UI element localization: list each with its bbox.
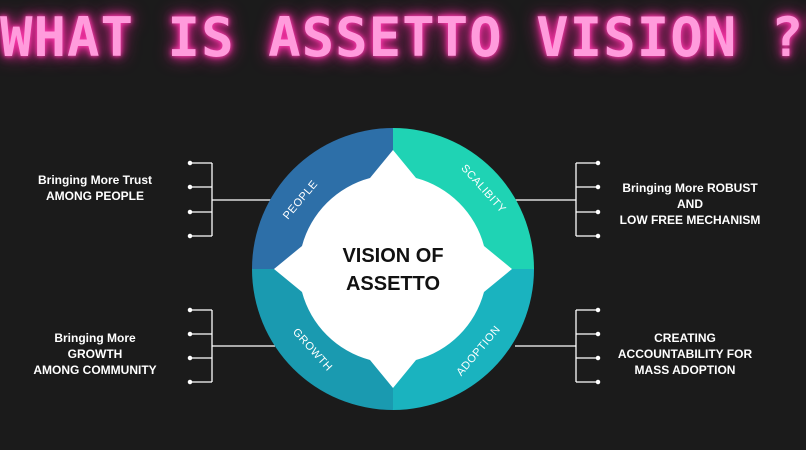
connector-bottom-right [515,307,601,385]
description-line: AND [677,197,703,211]
connector-top-left [187,160,280,239]
center-title-line2: ASSETTO [346,273,440,295]
description-bottom-right: CREATING ACCOUNTABILITY FOR MASS ADOPTIO… [600,330,770,378]
description-line: Bringing More ROBUST [622,181,758,195]
center-shape [274,150,512,388]
center-title-line1: VISION OF [342,245,443,267]
description-line: LOW FREE MECHANISM [619,213,761,227]
connector-top-right [515,160,601,239]
description-line: AMONG PEOPLE [45,189,144,203]
description-line: Bringing More [54,331,136,345]
description-line: CREATING [654,331,716,345]
connector-bottom-left [187,307,275,385]
description-line: ACCOUNTABILITY FOR [617,347,753,361]
description-line: AMONG COMMUNITY [33,363,157,377]
description-line: Bringing More Trust [38,173,152,187]
description-line: MASS ADOPTION [634,363,736,377]
description-line: GROWTH [67,347,123,361]
page-title: WHAT IS ASSETTO VISION ?? [0,6,806,69]
description-top-right: Bringing More ROBUST AND LOW FREE MECHAN… [605,180,775,228]
description-bottom-left: Bringing More GROWTH AMONG COMMUNITY [20,330,170,378]
description-top-left: Bringing More Trust AMONG PEOPLE [20,172,170,204]
